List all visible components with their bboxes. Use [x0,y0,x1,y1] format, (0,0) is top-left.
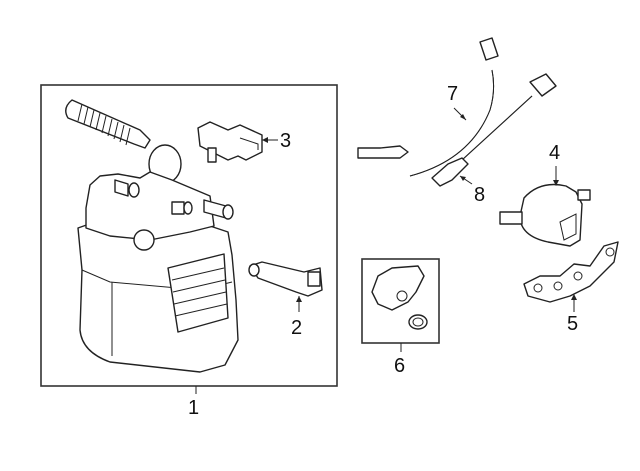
callout-7[interactable]: 7 [447,83,459,105]
callout-8[interactable]: 8 [474,184,486,206]
o2-sensor-downstream [431,73,557,187]
bracket [523,241,619,303]
callout-1[interactable]: 1 [188,397,200,419]
sensor-6 [371,265,428,330]
callout-3[interactable]: 3 [280,130,292,152]
arrow-5 [571,294,577,300]
callout-5[interactable]: 5 [567,313,579,335]
vapor-canister [77,171,239,373]
arrow-8 [460,176,466,181]
purge-valve [499,183,591,247]
sensor-2 [248,261,323,297]
arrow-7 [460,114,466,120]
arrow-4 [553,180,559,186]
assembly-box-1 [40,84,338,387]
arrow-3 [262,137,268,143]
arrow-2 [296,296,302,302]
callout-4[interactable]: 4 [549,142,561,164]
callout-2[interactable]: 2 [291,317,303,339]
vent-solenoid [197,121,263,163]
callout-6[interactable]: 6 [394,355,406,377]
o2-sensor-upstream [357,37,499,177]
